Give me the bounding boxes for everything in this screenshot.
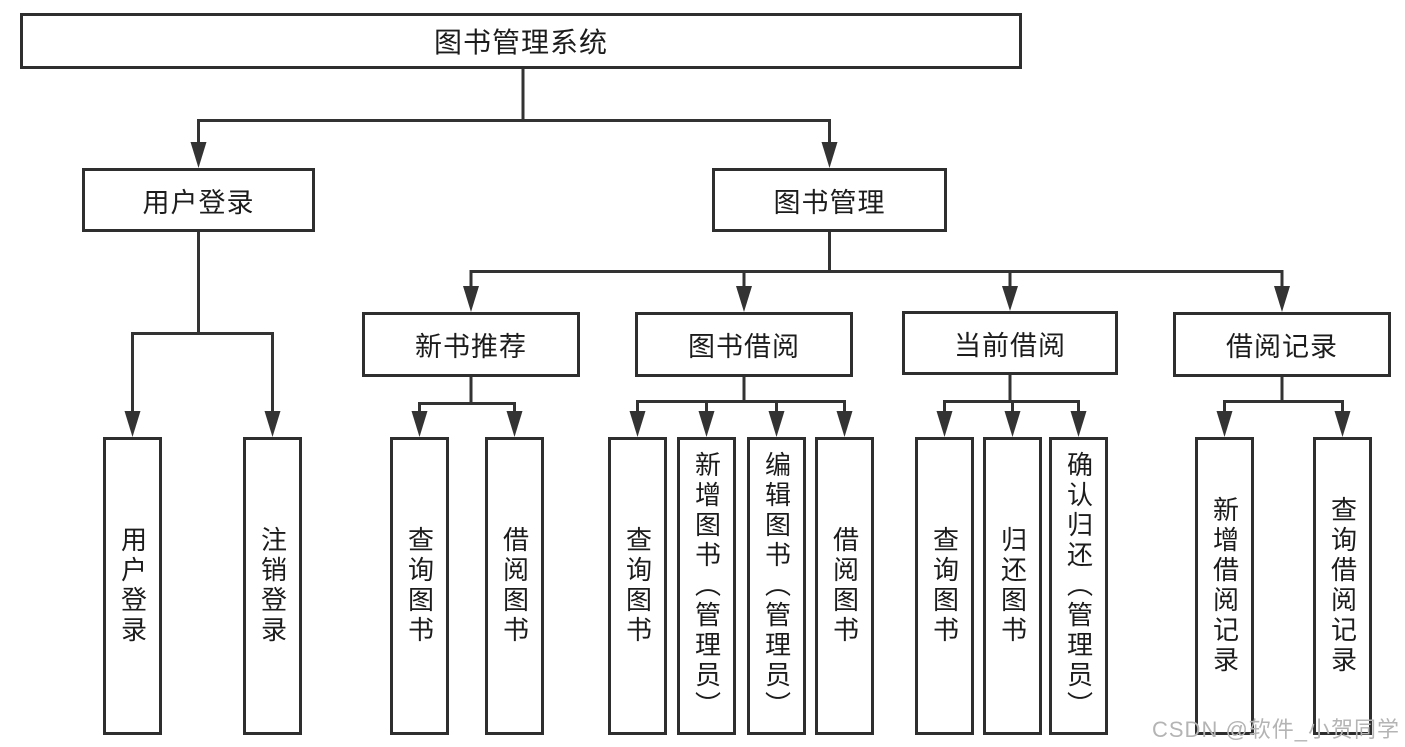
node-borrowing-records: 借阅记录 [1173, 312, 1391, 377]
leaf-confirm-return-admin-label: 确认归还（管理员） [1063, 451, 1094, 721]
node-user-login: 用户登录 [82, 168, 315, 232]
leaf-query-borrow-record-label: 查询借阅记录 [1327, 496, 1358, 676]
leaf-borrow-books-recommend: 借阅图书 [485, 437, 544, 735]
leaf-return-books-label: 归还图书 [997, 526, 1028, 646]
connector-current-borrow-to-leaves [936, 375, 1087, 437]
connector-book-borrow-to-leaves [629, 377, 853, 437]
leaf-edit-books-admin: 编辑图书（管理员） [747, 437, 806, 735]
connector-new-book-to-leaves [411, 377, 523, 437]
node-current-borrowing: 当前借阅 [902, 311, 1118, 375]
leaf-query-books-borrowing-label: 查询图书 [622, 526, 653, 646]
connector-root-to-level2 [190, 69, 838, 168]
leaf-borrow-books-recommend-label: 借阅图书 [499, 526, 530, 646]
leaf-query-borrow-record: 查询借阅记录 [1313, 437, 1372, 735]
leaf-query-books-current: 查询图书 [915, 437, 974, 735]
leaf-logout: 注销登录 [243, 437, 302, 735]
connector-book-mgmt-to-level3 [463, 232, 1290, 312]
leaf-add-borrow-record: 新增借阅记录 [1195, 437, 1254, 735]
leaf-user-login: 用户登录 [103, 437, 162, 735]
node-library-management-system: 图书管理系统 [20, 13, 1022, 69]
leaf-query-books-recommend: 查询图书 [390, 437, 449, 735]
leaf-query-books-borrowing: 查询图书 [608, 437, 667, 735]
leaf-add-books-admin: 新增图书（管理员） [677, 437, 736, 735]
leaf-confirm-return-admin: 确认归还（管理员） [1049, 437, 1108, 735]
leaf-query-books-current-label: 查询图书 [929, 526, 960, 646]
node-book-borrowing: 图书借阅 [635, 312, 853, 377]
leaf-query-books-recommend-label: 查询图书 [404, 526, 435, 646]
node-book-management: 图书管理 [712, 168, 947, 232]
leaf-logout-label: 注销登录 [257, 526, 288, 646]
leaf-borrow-books-label: 借阅图书 [829, 526, 860, 646]
connector-user-login-to-leaves [124, 232, 281, 437]
leaf-return-books: 归还图书 [983, 437, 1042, 735]
connector-borrow-records-to-leaves [1216, 377, 1351, 437]
leaf-borrow-books: 借阅图书 [815, 437, 874, 735]
node-new-book-recommend: 新书推荐 [362, 312, 580, 377]
leaf-add-books-admin-label: 新增图书（管理员） [691, 451, 722, 721]
leaf-user-login-label: 用户登录 [117, 526, 148, 646]
csdn-watermark: CSDN @软件_小贺同学 [1152, 717, 1401, 742]
leaf-add-borrow-record-label: 新增借阅记录 [1209, 496, 1240, 676]
leaf-edit-books-admin-label: 编辑图书（管理员） [761, 451, 792, 721]
